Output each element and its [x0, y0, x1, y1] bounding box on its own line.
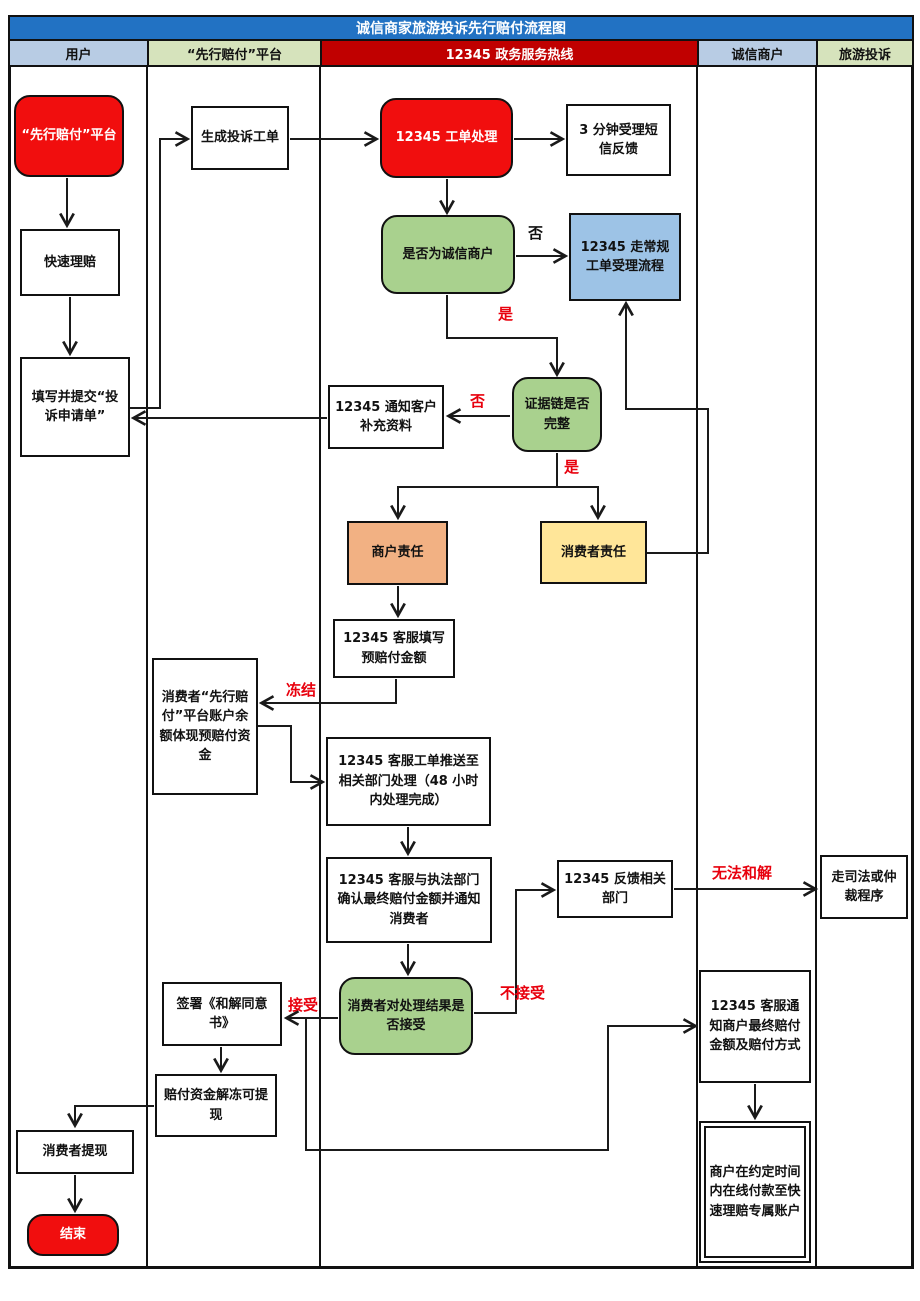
node-confirm-amount: 12345 客服与执法部门确认最终赔付金额并通知消费者	[326, 857, 492, 943]
node-push-department: 12345 客服工单推送至相关部门处理（48 小时内处理完成）	[326, 737, 491, 826]
node-fill-amount: 12345 客服填写预赔付金额	[333, 619, 455, 678]
node-sms-feedback: 3 分钟受理短信反馈	[566, 104, 671, 176]
node-funds-unfrozen: 赔付资金解冻可提现	[155, 1074, 277, 1137]
lane-header-merchant: 诚信商户	[697, 39, 818, 67]
lane-divider	[146, 66, 148, 1267]
edge-label-freeze: 冻结	[286, 681, 317, 699]
lane-divider	[696, 66, 698, 1267]
node-end: 结束	[27, 1214, 119, 1256]
node-ticket-processing: 12345 工单处理	[380, 98, 513, 178]
page-title: 诚信商家旅游投诉先行赔付流程图	[8, 15, 914, 41]
node-notify-supplement: 12345 通知客户补充资料	[328, 385, 444, 449]
edge-label-no-evidence: 否	[470, 392, 486, 410]
node-consumer-liability: 消费者责任	[540, 521, 647, 584]
node-sign-agreement: 签署《和解同意书》	[162, 982, 282, 1046]
lane-divider	[815, 66, 817, 1267]
edge-label-accept: 接受	[288, 996, 319, 1014]
node-notify-merchant: 12345 客服通知商户最终赔付金额及赔付方式	[699, 970, 811, 1083]
node-evidence-complete: 证据链是否完整	[512, 377, 602, 452]
node-start: “先行赔付”平台	[14, 95, 124, 177]
node-submit-form: 填写并提交“投诉申请单”	[20, 357, 130, 457]
node-balance-frozen: 消费者“先行赔付”平台账户余额体现预赔付资金	[152, 658, 258, 795]
node-generate-ticket: 生成投诉工单	[191, 106, 289, 170]
node-consumer-withdraw: 消费者提现	[16, 1130, 134, 1174]
edge-label-yes-evidence: 是	[564, 458, 580, 476]
node-accept-result: 消费者对处理结果是否接受	[339, 977, 473, 1055]
node-quick-claim: 快速理赔	[20, 229, 120, 296]
edge-label-yes-honest: 是	[498, 305, 514, 323]
node-feedback-department: 12345 反馈相关部门	[557, 860, 673, 918]
edge-label-no-settlement: 无法和解	[712, 864, 773, 882]
node-judicial: 走司法或仲裁程序	[820, 855, 908, 919]
edge-label-no-honest: 否	[528, 224, 544, 242]
lane-header-platform: “先行赔付”平台	[147, 39, 322, 67]
node-merchant-pay: 商户在约定时间内在线付款至快速理赔专属账户	[699, 1121, 811, 1263]
lane-divider	[319, 66, 321, 1267]
lane-header-tourism: 旅游投诉	[816, 39, 914, 67]
node-merchant-liability: 商户责任	[347, 521, 448, 585]
node-regular-flow: 12345 走常规工单受理流程	[569, 213, 681, 301]
node-is-honest-merchant: 是否为诚信商户	[381, 215, 515, 294]
lane-header-hotline: 12345 政务服务热线	[320, 39, 699, 67]
lane-header-user: 用户	[8, 39, 149, 67]
edge-label-not-accept: 不接受	[500, 984, 546, 1002]
